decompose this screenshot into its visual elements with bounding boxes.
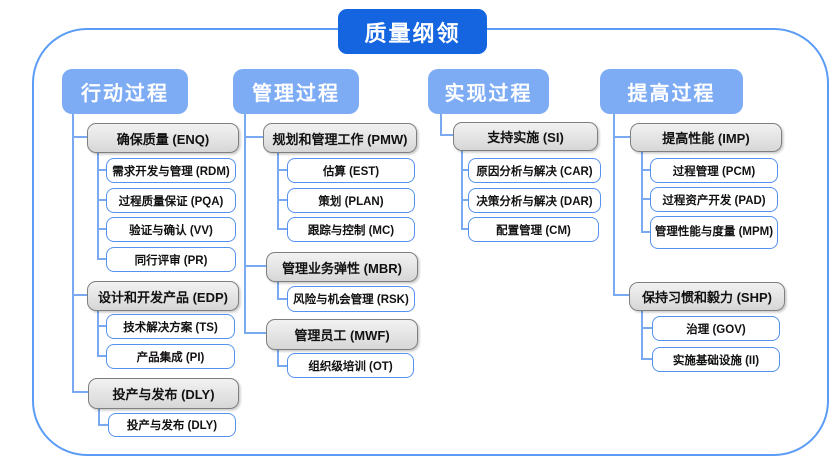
- connector: [277, 151, 279, 230]
- connector: [613, 136, 630, 138]
- connector: [97, 199, 106, 201]
- group-imp: 提高性能 (IMP): [630, 123, 782, 152]
- group-enq: 确保质量 (ENQ): [87, 123, 239, 153]
- connector: [461, 169, 468, 171]
- connector: [461, 199, 468, 201]
- group-dly: 投产与发布 (DLY): [88, 378, 239, 409]
- leaf-dly: 投产与发布 (DLY): [108, 413, 236, 437]
- connector: [244, 265, 266, 267]
- connector: [72, 294, 87, 296]
- connector: [97, 258, 106, 260]
- connector: [277, 348, 279, 365]
- header-implementation-process: 实现过程: [428, 69, 549, 114]
- connector: [440, 134, 453, 136]
- leaf-pcm: 过程管理 (PCM): [650, 158, 778, 183]
- leaf-pqa: 过程质量保证 (PQA): [106, 188, 236, 213]
- connector: [461, 149, 463, 229]
- leaf-gov: 治理 (GOV): [652, 316, 780, 341]
- connector: [98, 424, 108, 426]
- connector: [277, 169, 287, 171]
- header-action-process: 行动过程: [62, 69, 188, 114]
- connector: [641, 231, 650, 233]
- header-improvement-process: 提高过程: [600, 69, 743, 114]
- leaf-rdm: 需求开发与管理 (RDM): [106, 158, 236, 183]
- connector: [244, 332, 266, 334]
- connector: [440, 114, 442, 135]
- connector: [641, 327, 652, 329]
- leaf-ot: 组织级培训 (OT): [287, 353, 414, 378]
- connector: [277, 365, 287, 367]
- connector: [613, 114, 615, 295]
- group-si: 支持实施 (SI): [453, 122, 598, 151]
- connector: [277, 199, 287, 201]
- connector: [72, 391, 88, 393]
- connector: [613, 294, 629, 296]
- connector: [97, 309, 99, 357]
- header-management-process: 管理过程: [233, 69, 359, 114]
- connector: [72, 114, 74, 393]
- connector: [244, 136, 263, 138]
- connector: [277, 228, 287, 230]
- leaf-ts: 技术解决方案 (TS): [106, 314, 235, 339]
- connector: [97, 169, 106, 171]
- connector: [98, 407, 100, 424]
- connector: [97, 228, 106, 230]
- group-shp: 保持习惯和毅力 (SHP): [629, 282, 785, 311]
- connector: [277, 298, 287, 300]
- connector: [244, 114, 246, 333]
- leaf-pad: 过程资产开发 (PAD): [650, 187, 778, 212]
- connector: [641, 309, 643, 359]
- leaf-est: 估算 (EST): [287, 158, 415, 183]
- connector: [641, 198, 650, 200]
- leaf-mpm: 管理性能与度量 (MPM): [650, 216, 778, 249]
- group-edp: 设计和开发产品 (EDP): [87, 281, 239, 311]
- connector: [461, 228, 468, 230]
- leaf-pi: 产品集成 (PI): [106, 344, 235, 369]
- group-pmw: 规划和管理工作 (PMW): [263, 123, 417, 153]
- leaf-cm: 配置管理 (CM): [468, 217, 599, 242]
- connector: [97, 325, 106, 327]
- connector: [97, 151, 99, 260]
- leaf-mc: 跟踪与控制 (MC): [287, 217, 415, 242]
- leaf-dar: 决策分析与解决 (DAR): [468, 188, 601, 213]
- group-mbr: 管理业务弹性 (MBR): [266, 252, 418, 282]
- leaf-pr: 同行评审 (PR): [106, 247, 236, 272]
- leaf-vv: 验证与确认 (VV): [106, 217, 236, 242]
- leaf-car: 原因分析与解决 (CAR): [468, 158, 601, 183]
- connector: [641, 169, 650, 171]
- connector: [72, 136, 87, 138]
- connector: [277, 280, 279, 298]
- connector: [97, 355, 106, 357]
- root-title: 质量纲领: [338, 9, 487, 54]
- leaf-ii: 实施基础设施 (II): [652, 347, 780, 372]
- leaf-rsk: 风险与机会管理 (RSK): [287, 286, 415, 312]
- leaf-plan: 策划 (PLAN): [287, 188, 415, 213]
- connector: [641, 358, 652, 360]
- connector: [641, 150, 643, 232]
- group-mwf: 管理员工 (MWF): [266, 319, 418, 350]
